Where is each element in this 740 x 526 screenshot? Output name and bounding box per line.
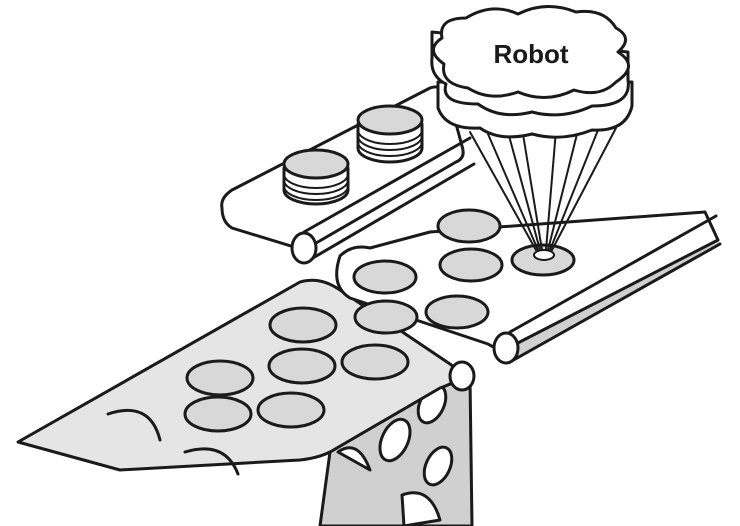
cookie: [268, 306, 338, 344]
cookie-cutout: [106, 408, 162, 442]
cookie-stack: [356, 104, 424, 164]
front-conveyor: [16, 278, 476, 526]
front-conveyor-roller-end: [448, 360, 476, 392]
wall-hole: [422, 445, 454, 487]
cookie: [267, 347, 337, 385]
cookie: [256, 391, 326, 429]
robot-label: Robot: [493, 39, 568, 69]
cookie: [424, 294, 490, 330]
wall-hole-partial: [400, 491, 442, 526]
robot-beams: [469, 127, 617, 251]
cookie: [438, 247, 504, 283]
cookie: [436, 208, 502, 244]
wall-hole-partial: [336, 446, 372, 472]
back-conveyor: [220, 85, 476, 265]
target-cookie-top: [533, 249, 555, 261]
cookie-cutout: [183, 447, 240, 476]
middle-conveyor-edge: [508, 214, 718, 334]
middle-conveyor: [335, 208, 722, 365]
robot: Robot: [430, 5, 634, 139]
back-conveyor-edge: [302, 136, 472, 234]
middle-conveyor-edge: [508, 242, 722, 364]
cookie: [352, 259, 418, 295]
back-conveyor-edge: [304, 162, 476, 264]
back-conveyor-roller-end: [290, 231, 318, 265]
cookie: [185, 359, 255, 397]
middle-conveyor-roller-end: [492, 331, 520, 365]
cookie: [183, 395, 253, 433]
cookie: [353, 299, 419, 335]
cookie-stack: [282, 148, 350, 206]
cookie: [340, 343, 410, 381]
wall-hole: [378, 417, 412, 463]
robot-head-top: [432, 5, 630, 99]
